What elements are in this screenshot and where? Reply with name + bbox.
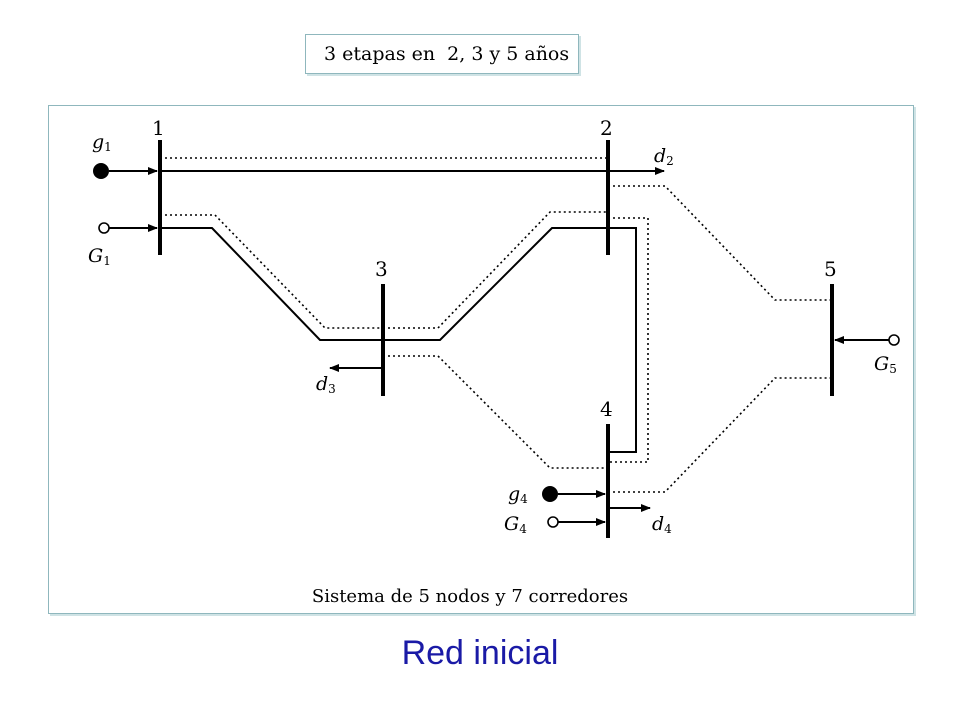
label-d3: d3 <box>316 373 336 396</box>
node-label-5: 5 <box>824 257 837 281</box>
candidate-corridor-3-2 <box>383 211 608 329</box>
node-label-2: 2 <box>600 116 613 140</box>
label-d2: d2 <box>654 145 674 168</box>
label-G5: G5 <box>874 353 897 376</box>
stage-info-box: 3 etapas en 2, 3 y 5 años <box>305 34 579 74</box>
node-label-1: 1 <box>152 116 165 140</box>
generator-G1-dot <box>98 222 110 234</box>
candidate-corridor-4-5 <box>608 377 832 493</box>
footer-title: Red inicial <box>401 634 559 672</box>
candidate-corridor-2-4 <box>608 217 649 463</box>
generator-g4-dot <box>542 486 558 502</box>
generator-g1-dot <box>93 163 109 179</box>
generator-G5-dot <box>888 334 900 346</box>
node-label-4: 4 <box>600 397 613 421</box>
line-2-4 <box>608 227 637 453</box>
candidate-corridor-2-5 <box>608 185 832 301</box>
label-d4: d4 <box>652 513 672 536</box>
stage-info-text: 3 etapas en 2, 3 y 5 años <box>324 43 570 65</box>
label-G1: G1 <box>88 245 111 268</box>
label-G4: G4 <box>504 513 527 536</box>
candidate-corridor-1-3 <box>160 214 383 329</box>
label-g4: g4 <box>508 483 528 506</box>
line-3-2 <box>383 227 608 341</box>
diagram-frame <box>48 105 914 614</box>
diagram-caption: Sistema de 5 nodos y 7 corredores <box>312 586 628 607</box>
node-label-3: 3 <box>375 257 388 281</box>
label-g1: g1 <box>92 131 112 154</box>
line-1-3 <box>160 227 383 341</box>
candidate-corridor-3-4 <box>383 355 608 469</box>
generator-G4-dot <box>547 516 559 528</box>
